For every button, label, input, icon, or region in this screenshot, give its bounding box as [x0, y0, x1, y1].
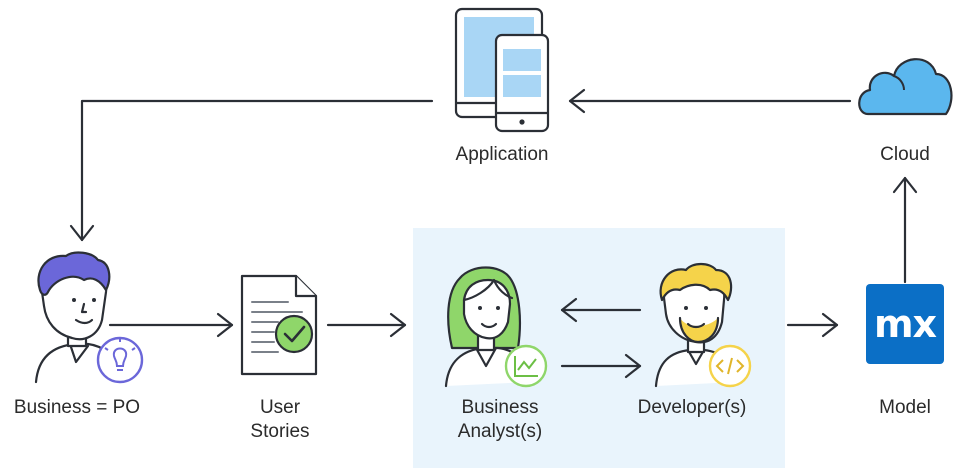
- business-po-label: Business = PO: [13, 397, 141, 418]
- business-analyst-label-line2: Analyst(s): [457, 421, 543, 442]
- cloud-icon: [858, 58, 953, 116]
- business-analyst-label-line1: Business: [461, 397, 539, 418]
- user-stories-label-line2: Stories: [250, 421, 310, 442]
- business-analyst-label: Business Analyst(s): [435, 396, 565, 444]
- document-check-icon: [240, 274, 318, 376]
- arrow-application-to-po: [80, 99, 434, 242]
- code-badge-icon: [708, 344, 752, 388]
- user-stories-label-line1: User: [259, 397, 301, 418]
- user-stories-label: User Stories: [230, 396, 330, 444]
- tablet-phone-icon: [454, 7, 550, 133]
- cloud-label: Cloud: [880, 144, 930, 165]
- person-developer-icon: [654, 262, 752, 388]
- chart-badge-icon: [504, 344, 548, 388]
- mendix-logo-text: mx: [873, 302, 937, 346]
- mendix-logo-icon: mx: [866, 284, 944, 364]
- model-label: Model: [879, 397, 931, 418]
- developer-label: Developer(s): [637, 397, 747, 418]
- application-label: Application: [455, 144, 549, 165]
- person-analyst-icon: [444, 266, 548, 388]
- lightbulb-badge-icon: [96, 336, 144, 384]
- person-po-icon: [34, 251, 144, 384]
